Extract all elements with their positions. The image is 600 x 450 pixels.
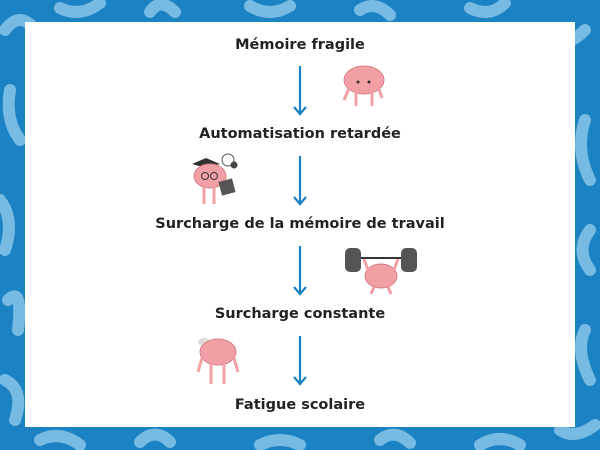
sad-brain-icon [342, 65, 385, 106]
step-surcharge-memoire-travail: Surcharge de la mémoire de travail [155, 216, 445, 232]
step-memoire-fragile: Mémoire fragile [235, 37, 365, 53]
down-arrow-icon [293, 336, 307, 386]
down-arrow-icon [293, 246, 307, 296]
down-arrow-icon [293, 156, 307, 206]
graduate-brain-icon [192, 153, 238, 204]
step-fatigue-scolaire: Fatigue scolaire [234, 397, 366, 413]
step-automatisation-retardee: Automatisation retardée [199, 126, 401, 142]
weightlifting-brain-icon [345, 248, 417, 295]
down-arrow-icon [293, 66, 307, 116]
step-surcharge-constante: Surcharge constante [214, 306, 386, 322]
tired-brain-icon [196, 338, 240, 384]
